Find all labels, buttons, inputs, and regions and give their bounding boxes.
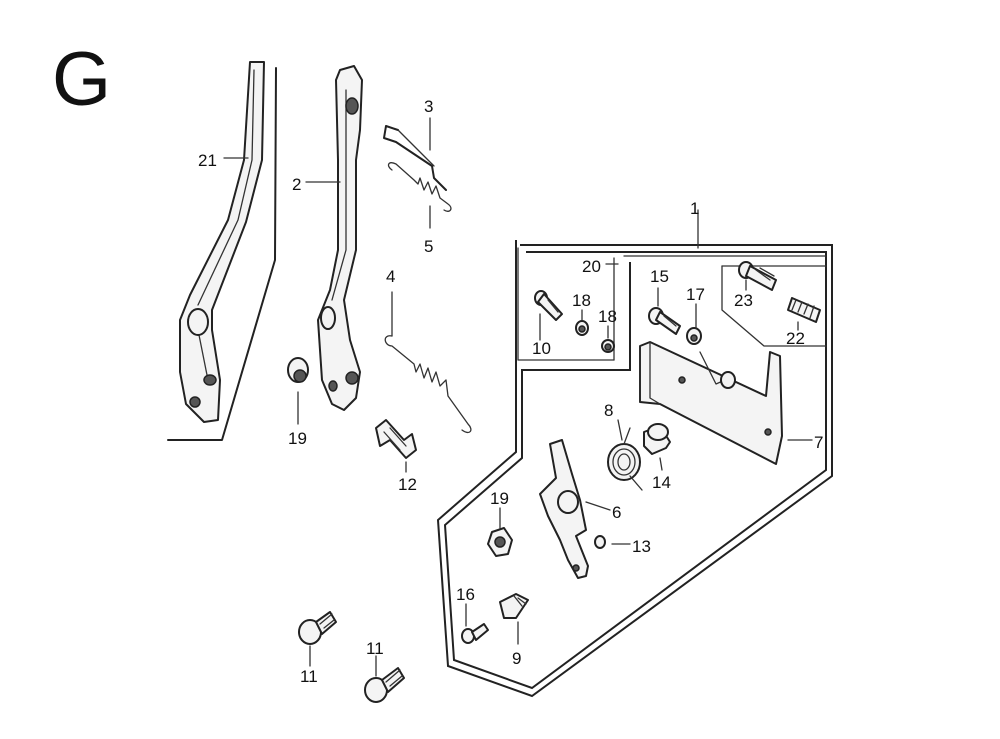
label-19-right: 19	[490, 489, 509, 508]
part-16-bolt	[461, 623, 489, 644]
part-22-stud	[787, 297, 821, 323]
label-9: 9	[512, 649, 521, 668]
part-3-rod	[383, 125, 447, 191]
label-20: 20	[582, 257, 601, 276]
part-13-washer	[594, 535, 606, 549]
part-11-bolt-first	[298, 611, 337, 645]
label-13: 13	[632, 537, 651, 556]
part-19-nut-left	[287, 357, 309, 383]
label-18-first: 18	[572, 291, 591, 310]
label-19-left: 19	[288, 429, 307, 448]
section-letter: G	[52, 37, 111, 122]
part-10-bolt	[534, 290, 563, 321]
label-14: 14	[652, 473, 671, 492]
label-6: 6	[612, 503, 621, 522]
label-5: 5	[424, 237, 433, 256]
leader-lines	[223, 117, 813, 677]
label-7: 7	[814, 433, 823, 452]
part-9-stud	[499, 593, 529, 619]
part-12-bolt	[375, 419, 417, 459]
label-11-first: 11	[300, 667, 318, 686]
part-15-bolt	[648, 307, 681, 335]
part-6-arm	[539, 439, 589, 579]
label-12: 12	[398, 475, 417, 494]
part-5-spring	[387, 162, 452, 212]
part-19-nut-right	[487, 527, 513, 557]
part-8-coil-spring	[607, 427, 643, 491]
label-18-second: 18	[598, 307, 617, 326]
part-18-nut-b	[601, 339, 615, 353]
part-18-nut-a	[575, 320, 589, 336]
part-17-nut	[686, 327, 702, 345]
label-1: 1	[690, 199, 699, 218]
part-7-bracket	[639, 341, 783, 465]
part-21-lever	[167, 61, 277, 441]
label-17: 17	[686, 285, 705, 304]
label-15: 15	[650, 267, 669, 286]
label-10: 10	[532, 339, 551, 358]
label-2: 2	[292, 175, 301, 194]
label-11-second: 11	[366, 639, 384, 658]
callout-labels: 1 2 3 4 5 6 7 8 9 10 11 11 12 13 14 15 1…	[198, 97, 823, 686]
part-14-collar	[643, 423, 671, 455]
label-3: 3	[424, 97, 433, 116]
label-23: 23	[734, 291, 753, 310]
part-11-bolt-second	[364, 667, 405, 703]
part-2-lever	[317, 65, 363, 411]
part-23-bolt	[738, 261, 777, 291]
label-22: 22	[786, 329, 805, 348]
label-8: 8	[604, 401, 613, 420]
label-4: 4	[386, 267, 395, 286]
part-4-spring	[384, 335, 472, 434]
label-16: 16	[456, 585, 475, 604]
label-21: 21	[198, 151, 217, 170]
